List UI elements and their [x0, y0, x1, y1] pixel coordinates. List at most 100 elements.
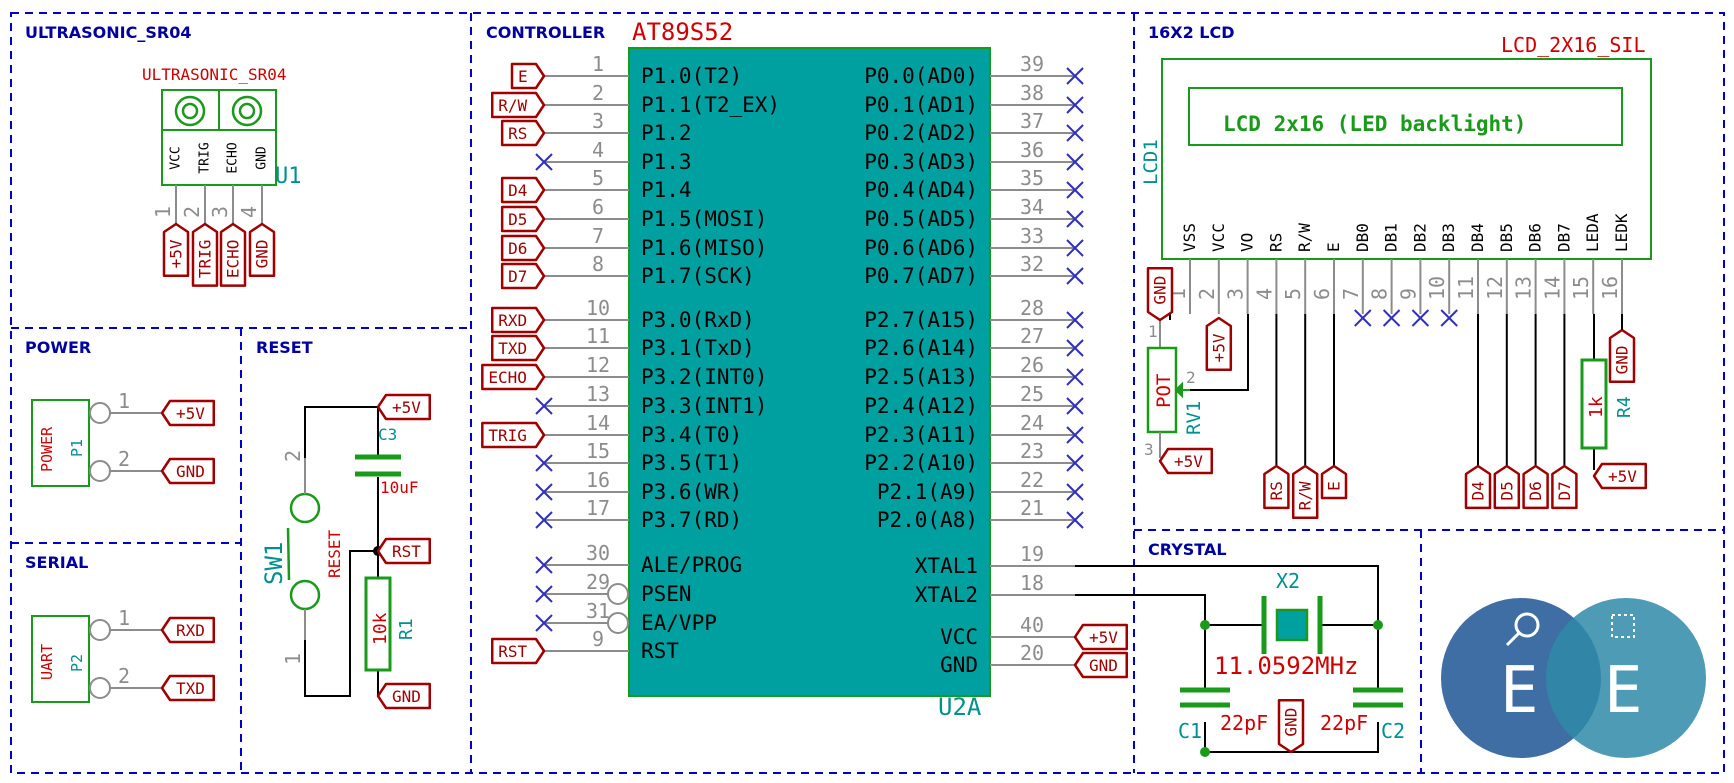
mcu-pin-number: 2 [592, 81, 604, 105]
sw-pin1: 1 [281, 653, 305, 665]
net-label-sensor-vcc-text: +5V [167, 239, 186, 268]
magnifier-icon [1514, 612, 1540, 638]
net-label-sensor-vcc: +5V [162, 222, 190, 278]
mcu-pin-name: P0.3(AD3) [864, 150, 978, 174]
mcu-pin-number: 21 [1020, 496, 1044, 520]
mcu-right-pins: 39P0.0(AD0)38P0.1(AD1)37P0.2(AD2)36P0.3(… [864, 52, 1129, 679]
transducer-left-icon [174, 95, 206, 127]
pot-ref: RV1 [1183, 401, 1205, 435]
no-connect-marker [1066, 67, 1084, 85]
mcu-pin-number: 3 [592, 109, 604, 133]
power-pin2: 2 [118, 447, 130, 471]
net-label-sensor-gnd: GND [248, 222, 276, 278]
lcd-module: LCD_2X16_SIL LCD 2x16 (LED backlight) LC… [1140, 33, 1652, 520]
lcd-pin-number: 2 [1195, 288, 1219, 300]
no-connect-marker [1354, 309, 1372, 327]
sensor-ref: U1 [275, 164, 302, 189]
net-label-lcd-d7-text: D7 [1555, 481, 1574, 500]
no-connect-marker [535, 397, 553, 415]
ultrasonic-sensor: ULTRASONIC_SR04 U1 1VCC+5V2TRIGTRIG3ECHO… [142, 65, 302, 287]
net-label-5v-text: +5V [1089, 628, 1118, 647]
mcu-pin-name: P0.7(AD7) [864, 264, 978, 288]
net-label-pot-vcc: +5V [1158, 447, 1214, 475]
sensor-pin-name: VCC [169, 146, 184, 169]
contrast-pot: 1 2 3 POT RV1 GND +5V [1144, 266, 1214, 475]
mcu-pin-name: P1.0(T2) [641, 64, 742, 88]
serial-pin1: 1 [118, 606, 130, 630]
net-label-trig: TRIG [481, 421, 546, 449]
net-label-sensor-echo-text: ECHO [224, 240, 243, 279]
sensor-pin-name: TRIG [198, 142, 213, 173]
lcd-value: LCD_2X16_SIL [1501, 33, 1646, 57]
net-label-reset-rst: RST [376, 537, 432, 565]
lcd-pin-name: VO [1238, 233, 1257, 252]
c1-ref: C1 [1178, 719, 1202, 743]
no-connect-marker [1066, 210, 1084, 228]
serial-body [31, 615, 90, 703]
lcd-pin-name: E [1324, 242, 1343, 252]
chip-icon [1611, 614, 1635, 638]
c3-ref: C3 [378, 425, 397, 444]
pot-value: POT [1153, 374, 1175, 408]
power-pin1: 1 [118, 389, 130, 413]
net-label-lcd-rw: R/W [1291, 464, 1319, 520]
mcu-pin-number: 23 [1020, 439, 1044, 463]
lcd-display [1188, 87, 1623, 146]
r1-body [364, 576, 392, 672]
mcu-pin-name: XTAL2 [915, 583, 978, 607]
net-label-gnd-text: GND [1089, 656, 1118, 675]
sw-pin2: 2 [281, 450, 305, 462]
mcu-pin-name: RST [641, 639, 679, 663]
c1-value: 22pF [1220, 711, 1268, 735]
net-label-serial-txd-text: TXD [176, 679, 205, 698]
net-label-leda-vcc-text: +5V [1608, 467, 1637, 486]
xtal1-wire [1075, 565, 1379, 625]
logo-letter-right: E [1604, 654, 1643, 728]
no-connect-marker [1066, 267, 1084, 285]
net-label-txd-text: TXD [498, 339, 527, 358]
lcd-pin-number: 8 [1368, 288, 1392, 300]
net-label-lcd-d5-text: D5 [1497, 481, 1516, 500]
net-label-lcd-e-text: E [1325, 481, 1344, 491]
sensor-pin-number: 2 [180, 206, 204, 218]
net-label-rs-text: RS [508, 124, 527, 143]
net-label-lcd-d4-text: D4 [1469, 481, 1488, 500]
mcu-pin-number: 1 [592, 52, 604, 76]
net-label-lcd-d6: D6 [1522, 464, 1549, 510]
no-connect-marker [1066, 339, 1084, 357]
lcd-pin-number: 14 [1540, 276, 1564, 300]
mcu-pin-name: P0.5(AD5) [864, 207, 978, 231]
net-label-serial-rxd: RXD [160, 616, 216, 644]
mcu-pin-name: P0.6(AD6) [864, 236, 978, 260]
switch-contact-top-icon [289, 492, 321, 524]
no-connect-marker [1066, 426, 1084, 444]
net-label-reset-rst-text: RST [392, 542, 421, 561]
net-label-lcd-rw-text: R/W [1296, 481, 1315, 510]
lcd-pin-number: 10 [1425, 276, 1449, 300]
sensor-value: ULTRASONIC_SR04 [142, 65, 287, 84]
net-label-rst: RST [490, 637, 546, 665]
net-label-sensor-trig: TRIG [191, 222, 219, 287]
lcd-pin-name: R/W [1295, 223, 1314, 252]
mcu-pin-number: 13 [586, 382, 610, 406]
net-label-gnd: GND [1073, 651, 1129, 679]
net-label-5v: +5V [1073, 623, 1129, 651]
no-connect-marker [1066, 397, 1084, 415]
switch-contact-bottom-icon [289, 579, 321, 611]
net-label-power-gnd-text: GND [176, 462, 205, 481]
